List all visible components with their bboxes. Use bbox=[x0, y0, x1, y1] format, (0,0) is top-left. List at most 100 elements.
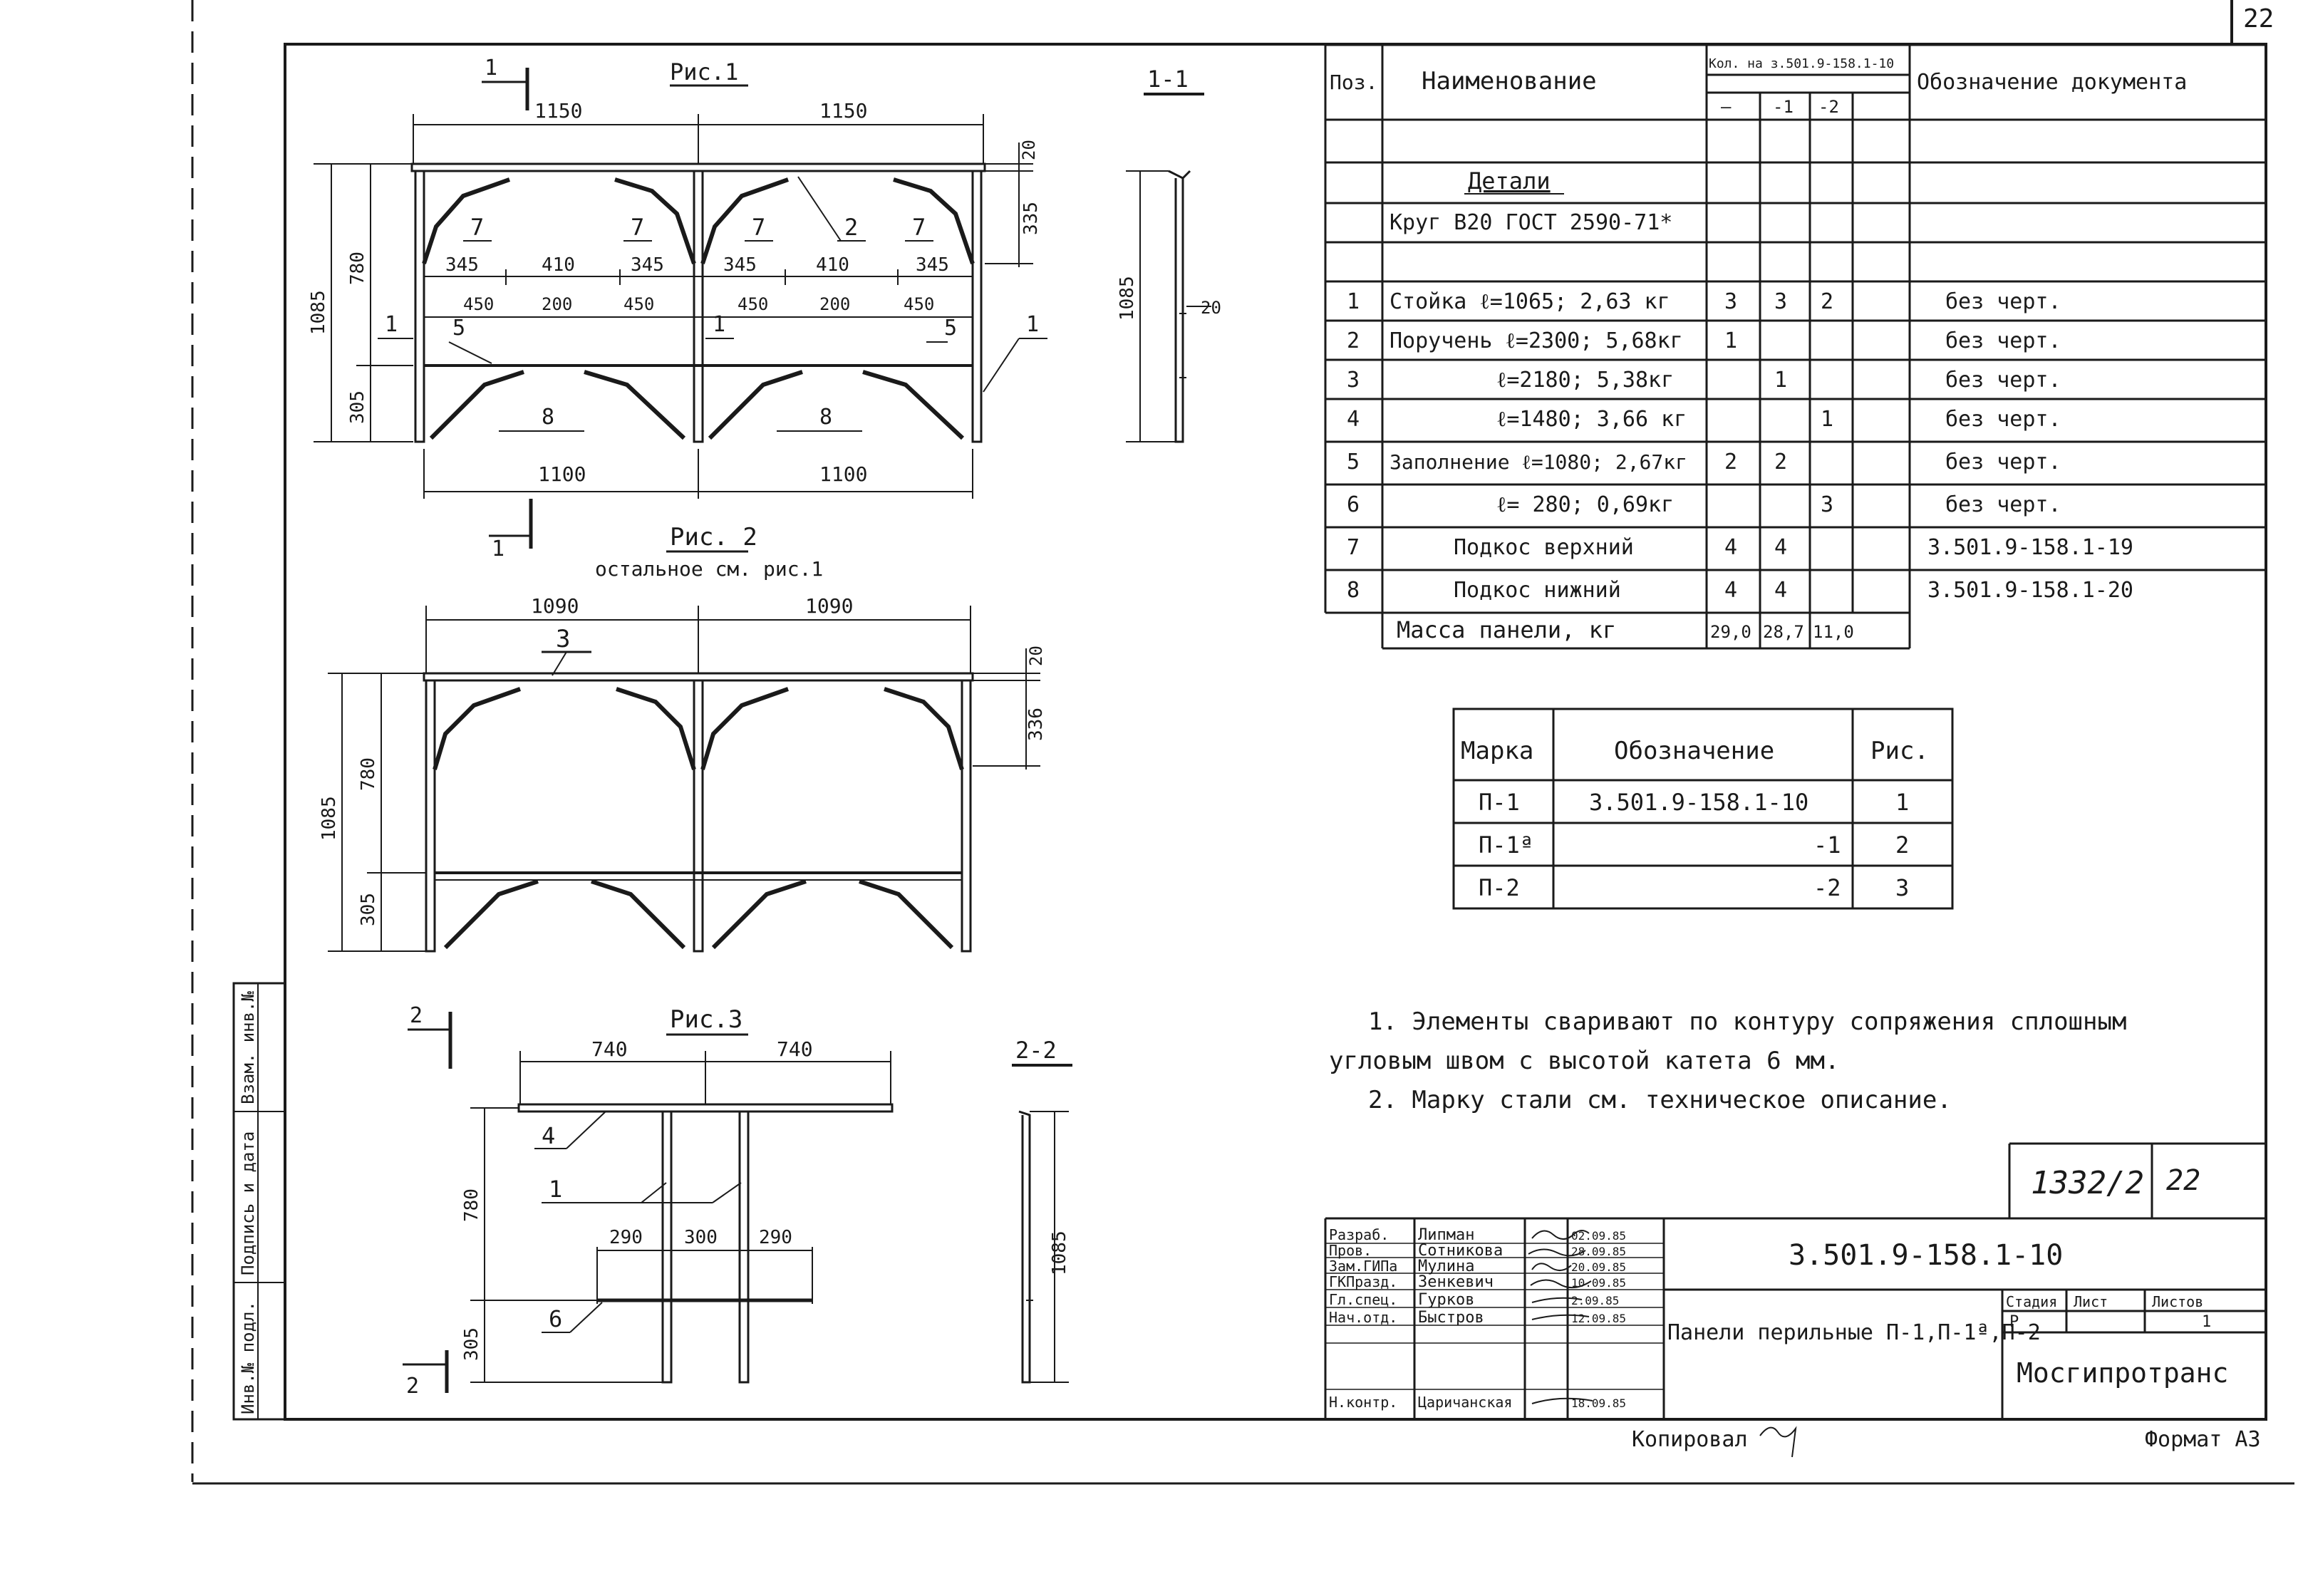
spec-row-doc: без черт. bbox=[1945, 450, 2061, 475]
fig1-dim-top-2: 1150 bbox=[819, 99, 867, 123]
fig2-dim-left-1085: 1085 bbox=[319, 796, 340, 841]
stamp-format: Формат А3 bbox=[2145, 1427, 2261, 1452]
stamp-title: Панели перильные П-1,П-1ª,П-2 bbox=[1667, 1320, 2041, 1345]
spec-row-pos: 5 bbox=[1347, 450, 1360, 475]
notes: 1. Элементы сваривают по контуру сопряже… bbox=[1329, 1007, 2126, 1114]
stamp-sheets: 1 bbox=[2202, 1313, 2211, 1331]
fig1-callout-8b: 8 bbox=[819, 405, 832, 430]
fig2-dim-top-1: 1090 bbox=[531, 594, 579, 618]
stamp-date: 02.09.85 bbox=[1571, 1229, 1626, 1243]
fig3-dim-mid-1: 290 bbox=[609, 1227, 643, 1248]
spec-row-doc: без черт. bbox=[1945, 289, 2061, 314]
stamp-date: 28.09.85 bbox=[1571, 1245, 1626, 1258]
mark-row-designation: -2 bbox=[1813, 874, 1841, 901]
spec-mass-value: 29,0 bbox=[1710, 622, 1751, 642]
fig1-section-dim-1085: 1085 bbox=[1117, 276, 1138, 321]
fig1-dim-low-3: 450 bbox=[623, 294, 654, 314]
fig1-dim-mid-4: 345 bbox=[723, 254, 757, 276]
stamp-name: Царичанская bbox=[1418, 1394, 1512, 1411]
spec-mass-label: Масса панели, кг bbox=[1397, 616, 1616, 643]
fig3-title: Рис.3 bbox=[670, 1005, 742, 1034]
stamp-date: 10.09.85 bbox=[1571, 1276, 1626, 1290]
mark-header-fig: Рис. bbox=[1870, 737, 1929, 765]
mark-row-fig: 3 bbox=[1895, 874, 1909, 901]
fig1-dim-mid-3: 345 bbox=[631, 254, 664, 276]
spec-row-name: Подкос нижний bbox=[1454, 578, 1621, 603]
fig1-section-mark-top: 1 bbox=[485, 56, 497, 81]
spec-row-qty: 4 bbox=[1774, 535, 1787, 560]
fig1-dim-335: 335 bbox=[1020, 202, 1042, 235]
fig1-callout-7c: 7 bbox=[752, 214, 765, 241]
fig2-dim-thickness: 20 bbox=[1026, 646, 1046, 666]
stamp-name: Быстров bbox=[1418, 1309, 1484, 1327]
stamp-date: 2.09.85 bbox=[1571, 1294, 1619, 1307]
spec-mass-value: 28,7 bbox=[1763, 622, 1804, 642]
spec-row-qty: 1 bbox=[1774, 368, 1787, 393]
fig3-callout-1: 1 bbox=[549, 1176, 562, 1203]
fig1-dim-bottom-2: 1100 bbox=[819, 462, 867, 486]
spec-row-pos: 1 bbox=[1347, 289, 1360, 314]
spec-row-name: ℓ= 280; 0,69кг bbox=[1496, 492, 1674, 517]
mark-header-mark: Марка bbox=[1461, 737, 1533, 765]
fig1-callout-1-mid: 1 bbox=[713, 312, 725, 337]
fig1-dim-low-2: 200 bbox=[542, 294, 572, 314]
fig1-callout-7b: 7 bbox=[631, 214, 644, 241]
spec-section-title: Детали bbox=[1468, 167, 1551, 195]
spec-header-qty-col-3: -2 bbox=[1818, 97, 1839, 117]
spec-row-name: ℓ=2180; 5,38кг bbox=[1496, 368, 1674, 393]
fig2-dim-left-305: 305 bbox=[358, 893, 379, 926]
fig1-callout-5-right: 5 bbox=[944, 316, 957, 341]
fig1-callout-1-left: 1 bbox=[385, 312, 398, 337]
fig2-subtitle: остальное см. рис.1 bbox=[595, 557, 823, 581]
side-stamp-replace: Взам. инв.№ bbox=[238, 991, 258, 1104]
spec-row-pos: 2 bbox=[1347, 328, 1360, 353]
note-line: 1. Элементы сваривают по контуру сопряже… bbox=[1368, 1007, 2126, 1036]
stamp-handwritten-number: 1332/2 bbox=[2031, 1165, 2144, 1201]
spec-table: Поз. Наименование Кол. на з.501.9-158.1-… bbox=[1324, 43, 2267, 650]
spec-row-pos: 8 bbox=[1347, 578, 1360, 603]
fig3-dim-top-2: 740 bbox=[777, 1037, 813, 1061]
mark-row-mark: П-1 bbox=[1479, 789, 1520, 816]
fig1-callout-5-left: 5 bbox=[452, 316, 465, 341]
spec-header-pos: Поз. bbox=[1330, 71, 1377, 94]
fig3-dim-left-780: 780 bbox=[461, 1188, 482, 1222]
signature-marks bbox=[1528, 1230, 1797, 1458]
mark-row-mark: П-1ª bbox=[1479, 831, 1533, 859]
fig1-dim-low-1: 450 bbox=[463, 294, 494, 314]
spec-row-pos: 6 bbox=[1347, 492, 1360, 517]
stamp-sheet-label: Лист bbox=[2074, 1293, 2108, 1310]
stamp-sheets-label: Листов bbox=[2152, 1293, 2203, 1310]
fig1-dim-low-4: 450 bbox=[738, 294, 768, 314]
spec-row-pos: 3 bbox=[1347, 368, 1360, 393]
stamp-date: 20.09.85 bbox=[1571, 1260, 1626, 1274]
stamp-copied: Копировал bbox=[1632, 1427, 1748, 1452]
stamp-name: Сотникова bbox=[1418, 1242, 1503, 1260]
fig1-callout-8a: 8 bbox=[542, 405, 554, 430]
mark-table: Марка Обозначение Рис. П-1 3.501.9-158.1… bbox=[1452, 708, 1954, 910]
stamp-name: Зенкевич bbox=[1418, 1273, 1494, 1291]
spec-row-doc: без черт. bbox=[1945, 328, 2061, 353]
spec-row-pos: 4 bbox=[1347, 407, 1360, 432]
fig1-dim-low-6: 450 bbox=[904, 294, 934, 314]
fig1-callout-7d: 7 bbox=[912, 214, 926, 241]
spec-row-doc: без черт. bbox=[1945, 492, 2061, 517]
fig3-dim-left-305: 305 bbox=[461, 1327, 482, 1361]
sheet-frame: 22 bbox=[191, 0, 2294, 1485]
fig1-dim-left-305: 305 bbox=[347, 390, 368, 424]
spec-row-qty: 1 bbox=[1821, 407, 1833, 432]
spec-row-qty: 3 bbox=[1774, 289, 1787, 314]
stamp-stage-label: Стадия bbox=[2006, 1293, 2057, 1310]
spec-row-qty: 2 bbox=[1774, 450, 1787, 475]
fig1-dim-thickness: 20 bbox=[1019, 140, 1039, 160]
stamp-name: Гурков bbox=[1418, 1291, 1474, 1309]
fig1-dim-left-780: 780 bbox=[347, 252, 368, 285]
spec-row-name: Подкос верхний bbox=[1454, 535, 1634, 560]
fig1-callout-2: 2 bbox=[844, 214, 858, 241]
spec-header-qty-col-2: -1 bbox=[1773, 97, 1794, 117]
note-line: 2. Марку стали см. техническое описание. bbox=[1368, 1086, 1952, 1114]
stamp-role: ГКПразд. bbox=[1329, 1273, 1397, 1290]
stamp-doc-code: 3.501.9-158.1-10 bbox=[1789, 1239, 2063, 1272]
stamp-date: 12.09.85 bbox=[1571, 1312, 1626, 1325]
spec-header-qty: Кол. на з.501.9-158.1-10 bbox=[1709, 56, 1894, 71]
